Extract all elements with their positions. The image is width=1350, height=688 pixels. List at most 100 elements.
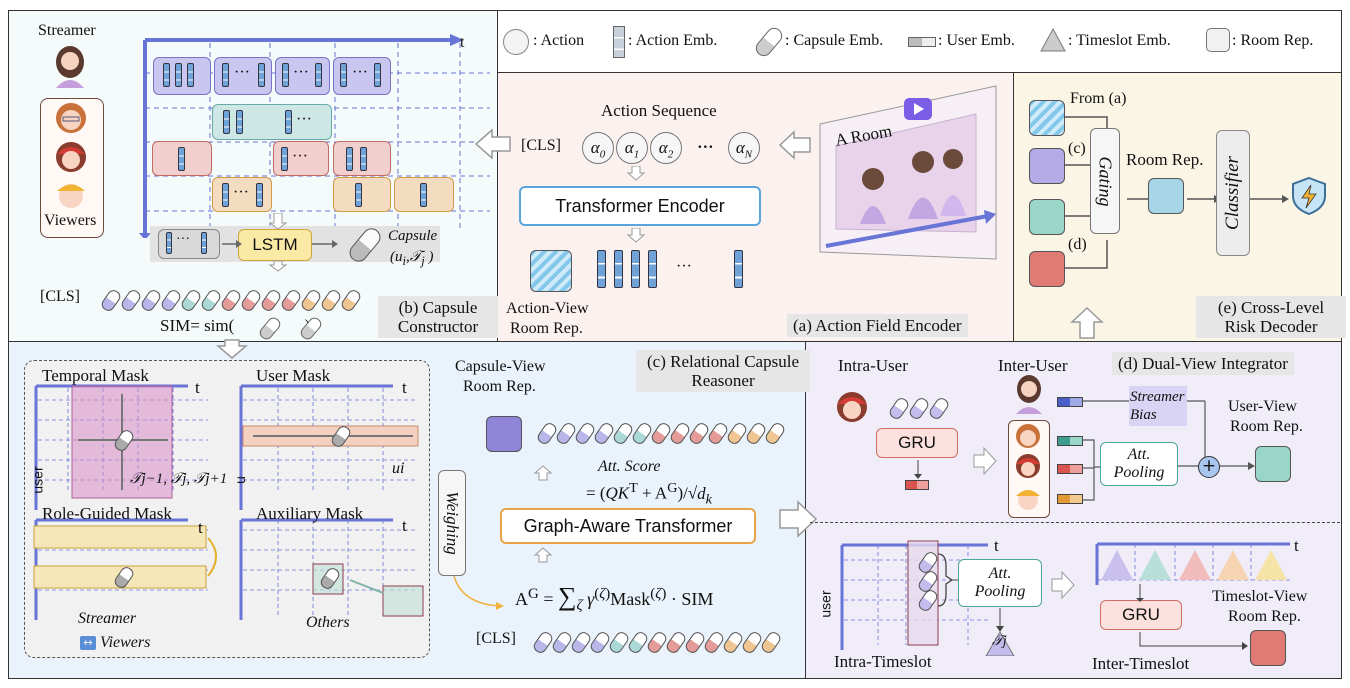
action-emb <box>175 63 182 87</box>
intra-timeslot-label: Intra-Timeslot <box>834 652 932 671</box>
inter-user-label: Inter-User <box>998 356 1068 375</box>
ag-formula: AG = ∑ζ γ(ζ)Mask(ζ) · SIM <box>515 582 714 614</box>
capsule-view-label: Capsule-View <box>455 358 546 375</box>
action-view-label: Action-View <box>506 300 589 317</box>
down-arrow-a1 <box>626 166 646 181</box>
ellipsis: ··· <box>293 64 309 81</box>
classifier-box: Classifier <box>1216 130 1250 256</box>
att-pooling-label-user: Att. Pooling <box>1113 446 1165 481</box>
up-arrow-c1 <box>533 465 553 481</box>
action-emb <box>315 63 322 87</box>
action-emb <box>360 147 367 171</box>
room-rep-user-icon <box>1029 199 1065 235</box>
legend-action-emb: : Action Emb. <box>628 32 718 49</box>
d-label: (d) <box>1068 236 1087 253</box>
action-view-room-rep-icon <box>530 250 572 292</box>
down-arrow <box>268 213 288 272</box>
classifier-label: Classifier <box>1222 156 1243 230</box>
inter-user-streamer-avatar <box>1016 375 1042 414</box>
weighing-label: Weighing <box>443 491 462 555</box>
intra-timeslot-t: t <box>994 536 999 555</box>
inter-timeslot-label: Inter-Timeslot <box>1092 654 1190 673</box>
action-emb <box>282 63 289 87</box>
timeslot-view-label: Timeslot-View <box>1212 588 1308 605</box>
action-emb <box>648 250 657 288</box>
streamer-bias-box <box>1129 386 1187 426</box>
action-emb <box>734 250 743 288</box>
legend-action-emb-icon <box>613 26 625 58</box>
aux-mask-label: Auxiliary Mask <box>256 504 364 523</box>
others-label: Others <box>306 614 350 631</box>
action-emb <box>223 110 230 134</box>
lstm-arrows <box>222 240 338 248</box>
action-circle: αN <box>728 132 760 164</box>
room-rep-d-icon <box>1029 251 1065 287</box>
fused-room-rep-icon <box>1148 178 1184 214</box>
att-pooling-label-timeslot: Att. Pooling <box>974 565 1026 600</box>
action-circle: α0 <box>582 132 614 164</box>
arrow-b-to-c <box>216 339 248 359</box>
user-mask-t: t <box>402 378 407 397</box>
intra-timeslot-user-axis: user <box>817 590 834 618</box>
ellipsis: ··· <box>234 64 250 81</box>
live-room-screen <box>819 85 997 260</box>
from-a-label: From (a) <box>1070 90 1127 107</box>
legend-room-icon <box>1206 28 1230 52</box>
cls-label-b: [CLS] <box>40 288 80 305</box>
legend-user-emb: : User Emb. <box>938 32 1015 49</box>
action-emb <box>222 63 229 87</box>
att-score-label: Att. Score <box>598 458 661 475</box>
inter-timeslot-row <box>1095 542 1290 585</box>
user-mask-label: User Mask <box>256 366 331 385</box>
transformer-encoder: Transformer Encoder <box>519 186 761 226</box>
action-emb <box>166 232 172 254</box>
timeslot-view-room-rep-icon <box>1250 630 1286 666</box>
streamer-bias-text: Streamer Bias <box>1130 389 1185 423</box>
legend-timeslot-emb: : Timeslot Emb. <box>1068 32 1171 49</box>
role-mask-label: Role-Guided Mask <box>42 504 172 523</box>
action-emb <box>222 183 229 207</box>
panel-e-tag-text: (e) Cross-Level Risk Decoder <box>1217 298 1325 336</box>
action-emb <box>420 183 427 207</box>
action-emb <box>178 147 185 171</box>
streamer-label: Streamer <box>38 22 96 39</box>
intra-timeslot-brace <box>937 553 960 607</box>
legend-action-icon <box>503 29 529 55</box>
panel-e-tag: (e) Cross-Level Risk Decoder <box>1196 296 1346 338</box>
arrow-c-to-d <box>779 500 818 538</box>
ellipsis: ··· <box>292 148 308 165</box>
ellipsis: ··· <box>352 64 368 81</box>
capsule-label: Capsule <box>388 228 438 244</box>
action-emb <box>631 250 640 288</box>
shield-icon <box>1292 176 1326 216</box>
room-rep-label-e: Room Rep. <box>1126 150 1204 169</box>
user-emb-viewer2 <box>1057 464 1083 474</box>
u-axis-label: u <box>231 476 248 484</box>
ellipsis: ··· <box>696 134 714 159</box>
att-pooling-box-user: Att. Pooling <box>1100 442 1178 486</box>
viewers-label: Viewers <box>44 212 97 229</box>
user-emb-streamer <box>1057 397 1083 407</box>
arrow-room-to-sequence <box>778 130 811 160</box>
action-circle: α1 <box>616 132 648 164</box>
cls-label-a: [CLS] <box>521 137 561 154</box>
legend-action: : Action <box>533 32 585 49</box>
arrow-intra-to-inter <box>973 446 997 476</box>
aux-mask-t: t <box>402 516 407 535</box>
lstm-box: LSTM <box>238 229 312 261</box>
divider <box>810 522 1340 523</box>
ellipsis: ··· <box>233 184 249 201</box>
arrow-d-to-e <box>1070 306 1104 339</box>
panel-a-tag: (a) Action Field Encoder <box>787 314 968 337</box>
user-emb-viewer1 <box>1057 436 1083 446</box>
panel-b-t-axis: t <box>460 34 465 51</box>
weighing-arrow <box>453 575 504 610</box>
arrow-intra-to-inter-timeslot <box>1051 570 1075 600</box>
legend-timeslot-icon <box>1040 27 1066 52</box>
action-emb <box>614 250 623 288</box>
arrow-a-to-b <box>474 128 511 160</box>
action-sequence-label: Action Sequence <box>601 101 717 120</box>
streamer-bias-label: Streamer Bias <box>1130 388 1188 424</box>
gating-label: Gating <box>1095 155 1116 207</box>
legend-user-emb-icon <box>908 37 936 47</box>
